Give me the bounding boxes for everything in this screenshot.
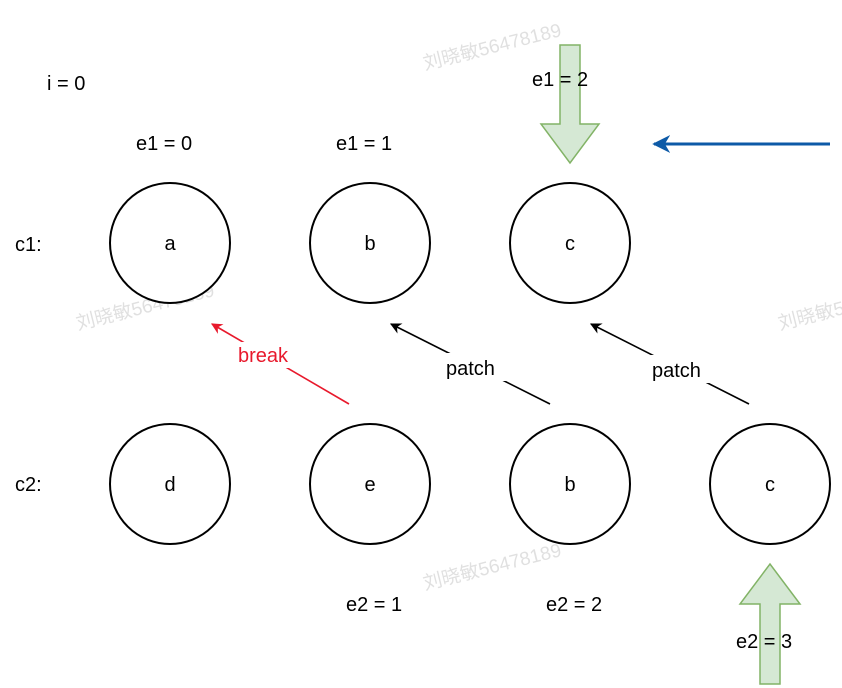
c2-node-c: c xyxy=(709,423,831,545)
patch-label-bg-2 xyxy=(646,355,718,383)
c1-node-label: a xyxy=(164,233,176,255)
watermark-bottom: 刘晓敏56478189 xyxy=(421,539,564,595)
watermark-top: 刘晓敏56478189 xyxy=(421,19,564,75)
e2-label-3: e2 = 3 xyxy=(736,631,792,653)
c1-node-c: c xyxy=(509,182,631,304)
e1-label-1: e1 = 1 xyxy=(336,133,392,155)
c1-node-label: b xyxy=(364,233,375,255)
c2-node-label: c xyxy=(765,474,775,496)
patch-label-bg-1 xyxy=(440,353,512,381)
c2-node-b: b xyxy=(509,423,631,545)
c1-node-b: b xyxy=(309,182,431,304)
c2-node-label: e xyxy=(364,474,375,496)
e1-pointer-arrow xyxy=(539,44,601,165)
e2-label-2: e2 = 2 xyxy=(546,594,602,616)
c2-node-label: d xyxy=(164,474,175,496)
i-label: i = 0 xyxy=(47,73,85,95)
c2-node-e: e xyxy=(309,423,431,545)
c1-node-a: a xyxy=(109,182,231,304)
patch-label-1: patch xyxy=(446,358,495,380)
c1-node-label: c xyxy=(565,233,575,255)
c2-node-label: b xyxy=(564,474,575,496)
patch-label-2: patch xyxy=(652,360,701,382)
e1-label-2: e1 = 2 xyxy=(532,69,588,91)
e2-pointer-arrow xyxy=(738,562,802,685)
c1-row-label: c1: xyxy=(15,234,42,256)
break-label-bg xyxy=(232,342,304,368)
watermark-right: 刘晓敏56478189 xyxy=(776,279,842,335)
break-label: break xyxy=(238,345,289,367)
e1-label-0: e1 = 0 xyxy=(136,133,192,155)
e2-label-1: e2 = 1 xyxy=(346,594,402,616)
c2-row-label: c2: xyxy=(15,474,42,496)
c2-node-d: d xyxy=(109,423,231,545)
